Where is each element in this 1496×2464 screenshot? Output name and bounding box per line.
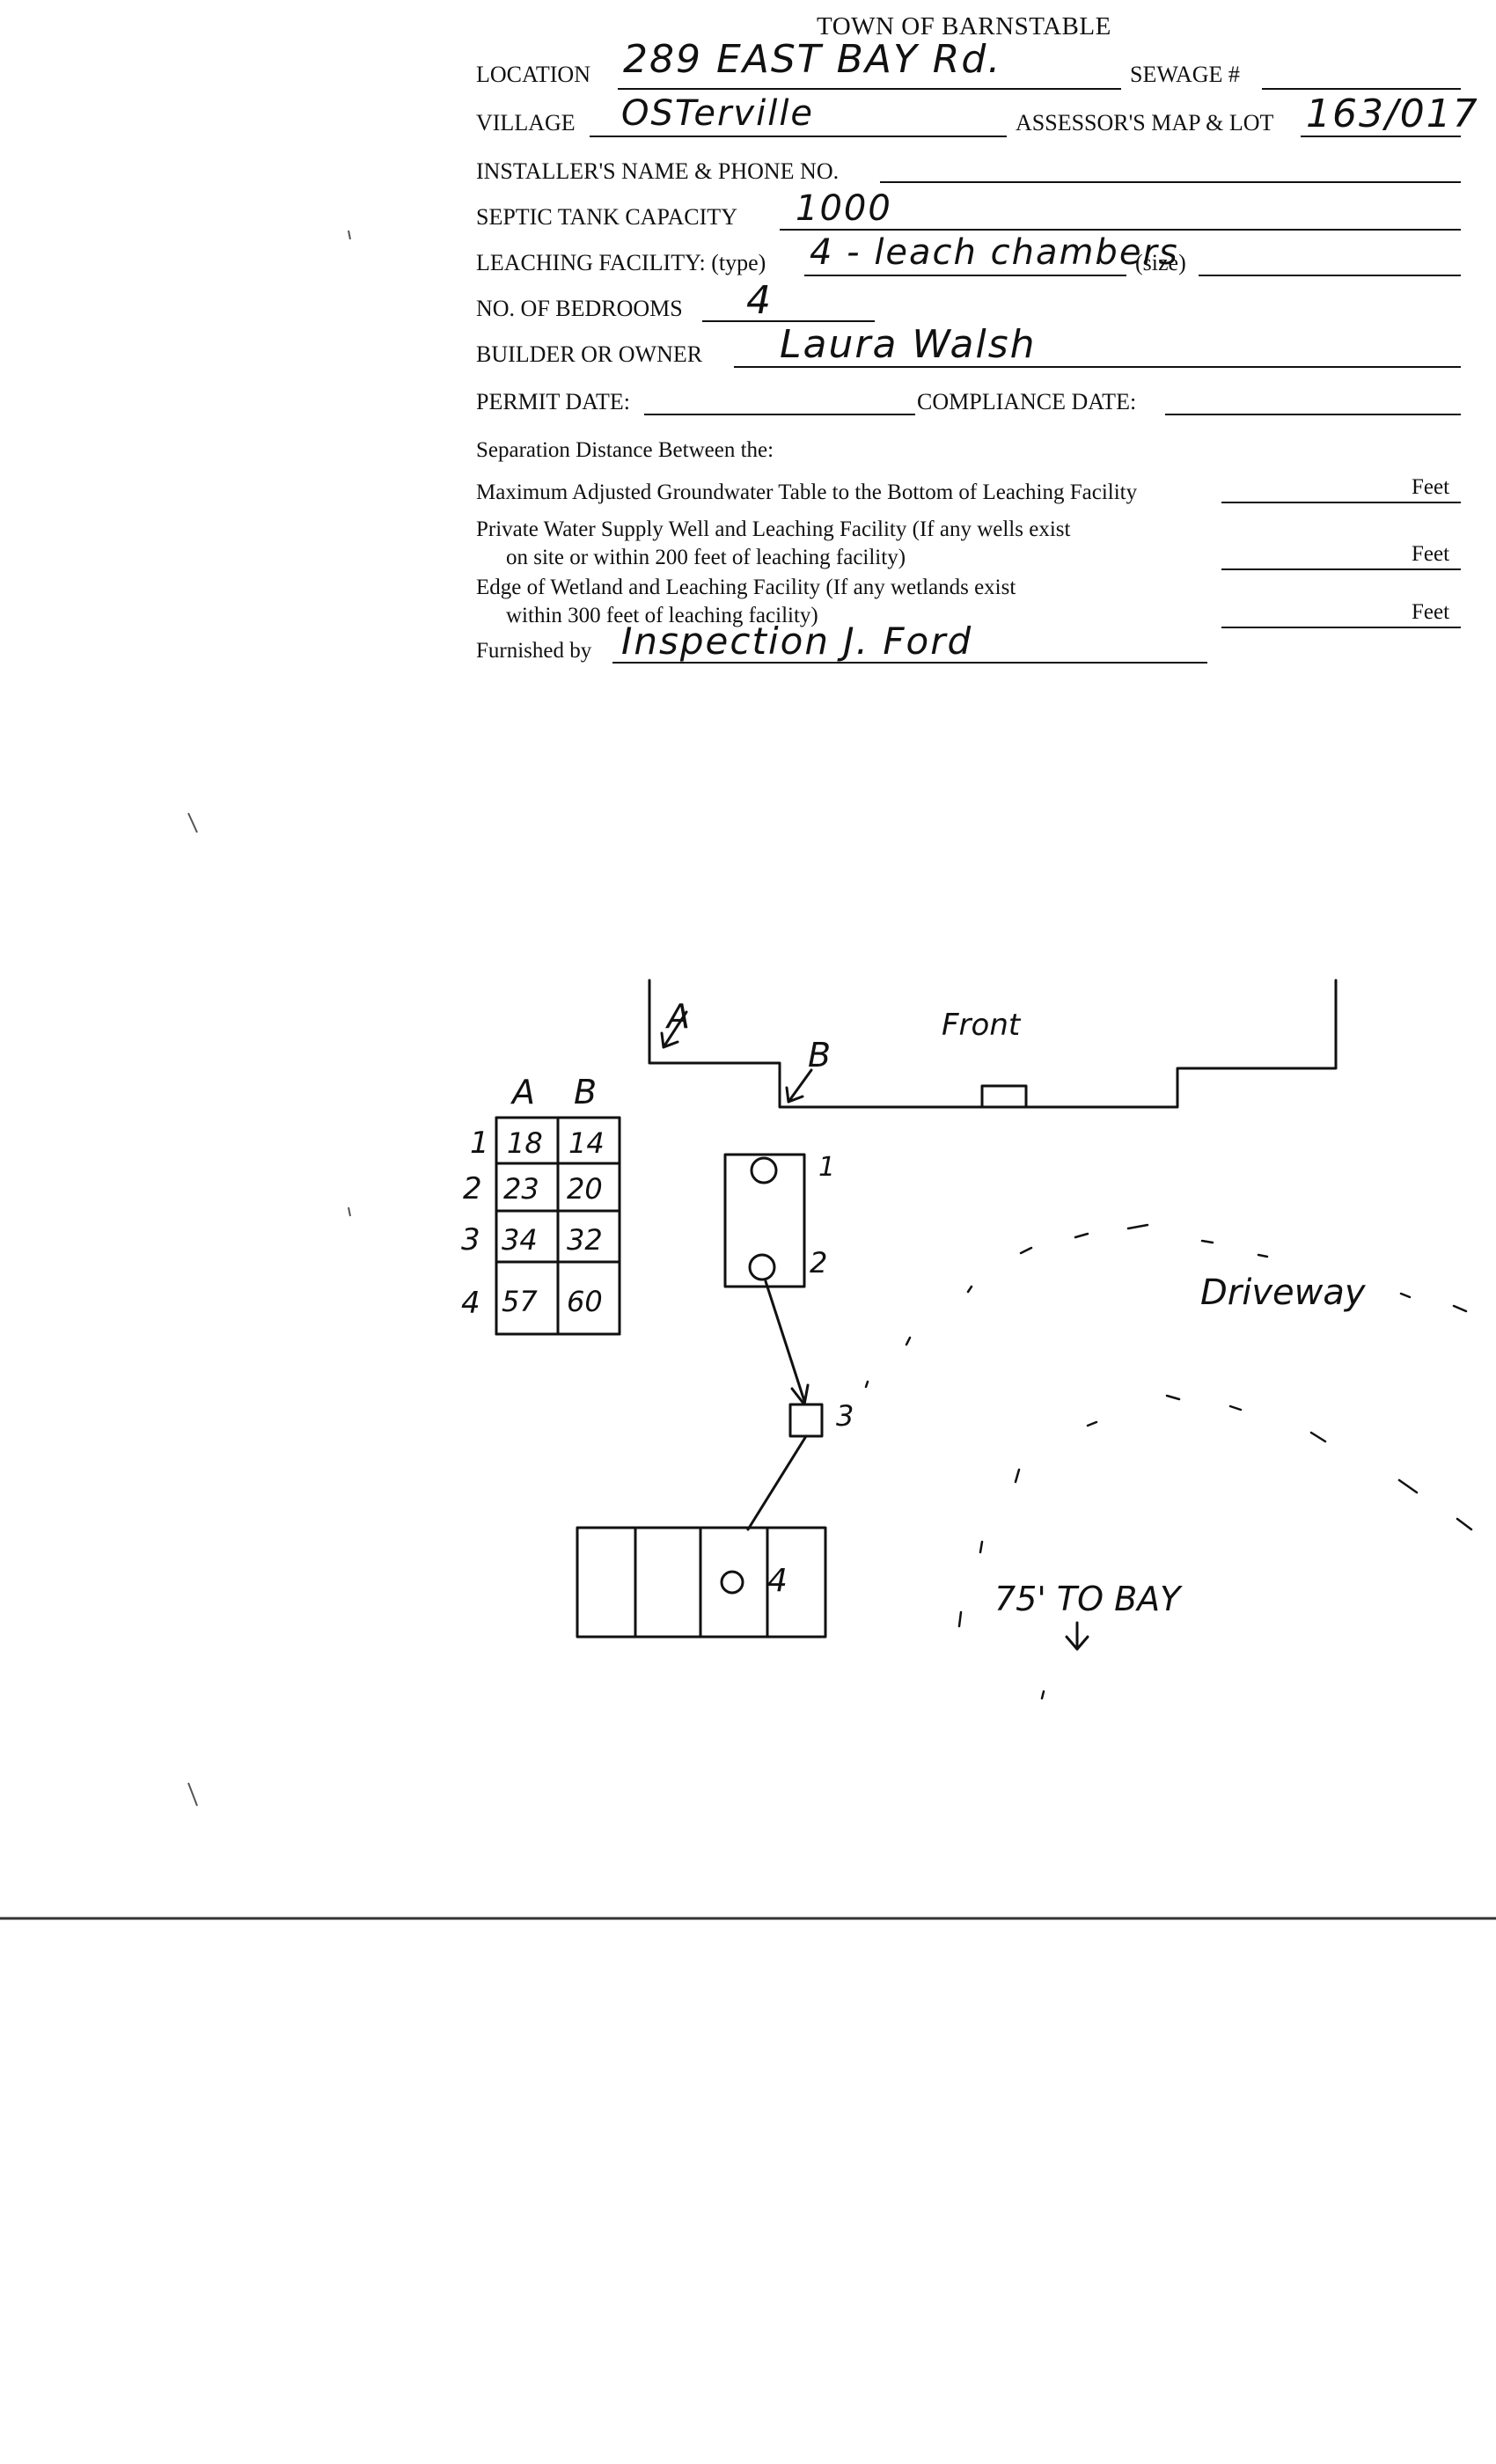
furnished-value: Inspection J. Ford bbox=[621, 620, 973, 663]
table-row-4-b: 60 bbox=[567, 1285, 603, 1318]
separation-row-well-1: Private Water Supply Well and Leaching F… bbox=[476, 517, 1071, 541]
size-line[interactable] bbox=[1199, 275, 1461, 276]
village-label: VILLAGE bbox=[476, 110, 576, 136]
furnished-label: Furnished by bbox=[476, 639, 592, 663]
table-row-3-n: 3 bbox=[461, 1222, 480, 1258]
bay-label: 75' TO BAY bbox=[994, 1580, 1183, 1618]
table-row-2-a: 23 bbox=[503, 1172, 539, 1206]
location-line bbox=[618, 88, 1121, 90]
table-row-4-a: 57 bbox=[502, 1285, 538, 1318]
compliance-label: COMPLIANCE DATE: bbox=[917, 389, 1137, 414]
leaching-label: LEACHING FACILITY: (type) bbox=[476, 250, 766, 275]
separation-row-wetland-2: within 300 feet of leaching facility) bbox=[506, 604, 818, 627]
corner-b-label: B bbox=[808, 1036, 831, 1074]
groundwater-unit: Feet bbox=[1412, 475, 1450, 499]
pipe-box-to-field bbox=[746, 1434, 808, 1531]
furnished-line bbox=[612, 662, 1207, 664]
table-row-3-b: 32 bbox=[567, 1223, 603, 1257]
table-row-3-a: 34 bbox=[502, 1223, 538, 1257]
leaching-type-value: 4 - leach chambers bbox=[810, 232, 1179, 273]
septic-value: 1000 bbox=[796, 188, 892, 229]
table-col-a: A bbox=[510, 1073, 535, 1111]
point-4-label: 4 bbox=[767, 1563, 788, 1599]
groundwater-line[interactable] bbox=[1221, 502, 1461, 503]
installer-line[interactable] bbox=[880, 181, 1461, 183]
wetland-unit: Feet bbox=[1412, 600, 1450, 624]
leaching-type-line bbox=[804, 275, 1126, 276]
septic-tank bbox=[723, 1153, 806, 1288]
driveway-label: Driveway bbox=[1200, 1272, 1367, 1313]
bedrooms-value: 4 bbox=[746, 278, 773, 323]
driveway-edge bbox=[864, 1223, 1473, 1700]
installer-label: INSTALLER'S NAME & PHONE NO. bbox=[476, 158, 840, 184]
bedrooms-label: NO. OF BEDROOMS bbox=[476, 296, 683, 321]
field-point bbox=[720, 1570, 744, 1595]
point-3-label: 3 bbox=[836, 1399, 854, 1433]
distribution-box bbox=[788, 1403, 824, 1438]
tank-inlet bbox=[750, 1156, 778, 1184]
table-row-2-n: 2 bbox=[463, 1171, 482, 1206]
size-label: (size) bbox=[1135, 250, 1186, 275]
house-outline bbox=[648, 979, 1338, 1109]
builder-label: BUILDER OR OWNER bbox=[476, 341, 703, 367]
septic-line bbox=[780, 229, 1461, 231]
assessor-value: 163/017 bbox=[1306, 92, 1479, 136]
table-row-4-n: 4 bbox=[461, 1286, 480, 1321]
wetland-line[interactable] bbox=[1221, 627, 1461, 628]
point-2-label: 2 bbox=[810, 1246, 827, 1280]
septic-label: SEPTIC TANK CAPACITY bbox=[476, 204, 737, 230]
permit-label: PERMIT DATE: bbox=[476, 389, 631, 414]
village-line bbox=[590, 136, 1007, 137]
separation-row-well-2: on site or within 200 feet of leaching f… bbox=[506, 546, 906, 569]
well-line[interactable] bbox=[1221, 568, 1461, 570]
tank-outlet bbox=[748, 1253, 776, 1281]
corner-a-label: A bbox=[664, 997, 690, 1036]
well-unit: Feet bbox=[1412, 542, 1450, 566]
pipe-tank-to-box bbox=[764, 1280, 806, 1403]
table-row-1-n: 1 bbox=[470, 1126, 489, 1161]
table-row-1-a: 18 bbox=[507, 1126, 543, 1160]
table-col-b: B bbox=[574, 1073, 597, 1111]
house-label: Front bbox=[942, 1008, 1022, 1043]
form-title: TOWN OF BARNSTABLE bbox=[817, 12, 1111, 40]
location-label: LOCATION bbox=[476, 62, 590, 87]
table-row-2-b: 20 bbox=[567, 1172, 603, 1206]
bedrooms-line bbox=[702, 320, 875, 322]
house-step bbox=[980, 1084, 1028, 1109]
builder-line bbox=[734, 366, 1461, 368]
separation-heading: Separation Distance Between the: bbox=[476, 438, 774, 462]
permit-line[interactable] bbox=[644, 414, 915, 415]
location-value: 289 EAST BAY Rd. bbox=[623, 37, 1002, 82]
assessor-label: ASSESSOR'S MAP & LOT bbox=[1016, 110, 1274, 136]
village-value: OSTerville bbox=[621, 93, 815, 134]
sewage-label: SEWAGE # bbox=[1130, 62, 1240, 87]
builder-value: Laura Walsh bbox=[780, 322, 1037, 367]
compliance-line[interactable] bbox=[1165, 414, 1461, 415]
point-1-label: 1 bbox=[818, 1152, 835, 1183]
table-row-1-b: 14 bbox=[568, 1126, 605, 1160]
sewage-line[interactable] bbox=[1262, 88, 1461, 90]
measurement-grid bbox=[495, 1116, 621, 1336]
separation-row-groundwater: Maximum Adjusted Groundwater Table to th… bbox=[476, 480, 1138, 504]
assessor-line bbox=[1301, 136, 1461, 137]
separation-row-wetland-1: Edge of Wetland and Leaching Facility (I… bbox=[476, 576, 1016, 599]
